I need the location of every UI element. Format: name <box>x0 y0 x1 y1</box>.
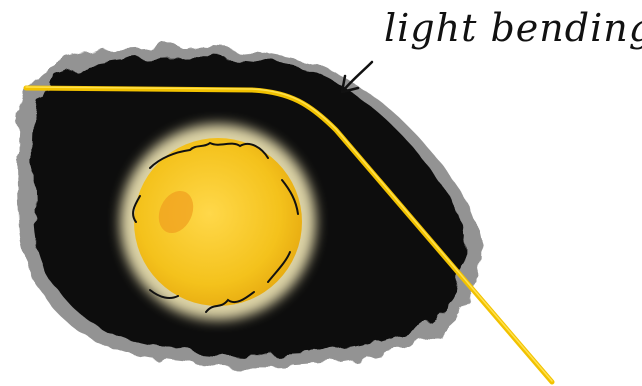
star <box>134 138 302 306</box>
annotation-arrow <box>342 62 372 92</box>
annotation-label: light bending <box>384 6 642 50</box>
